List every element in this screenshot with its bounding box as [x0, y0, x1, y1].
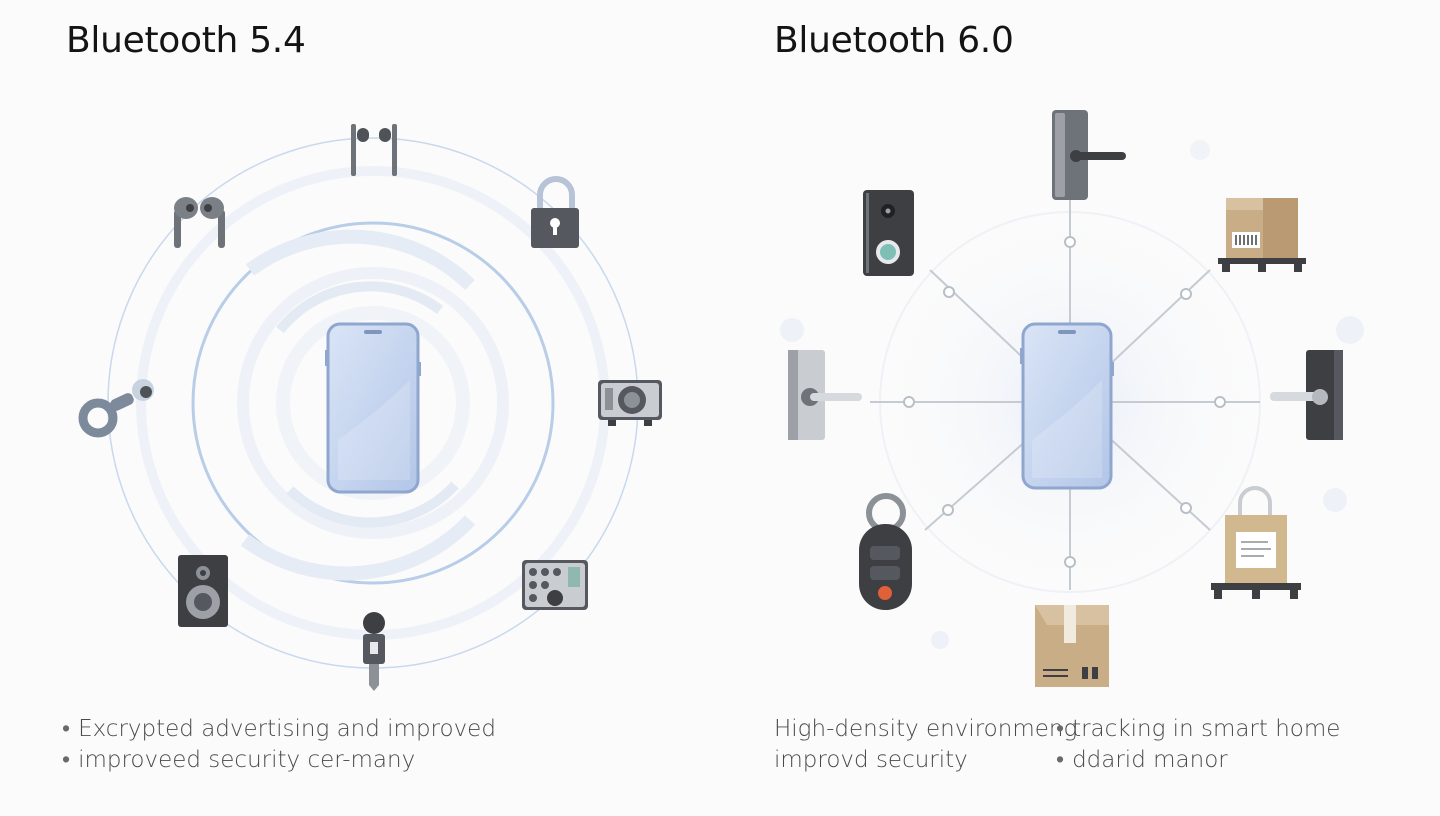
panel-title: Bluetooth 6.0 [774, 20, 1014, 61]
video-doorbell-icon [863, 190, 914, 276]
shopping-bag-icon [1211, 486, 1301, 599]
key-icon [363, 612, 385, 691]
padlock-icon [531, 176, 579, 248]
pallet-box-icon [1218, 198, 1306, 272]
smartphone-icon [325, 322, 421, 494]
door-lever-icon [788, 350, 862, 440]
door-lever-icon [1270, 350, 1343, 440]
smartphone-icon [1020, 322, 1114, 490]
cardboard-box-icon [1035, 605, 1109, 687]
feature-item: improveed security cer-many [62, 745, 496, 776]
feature-list: High-density environmeng improvd securit… [774, 714, 1077, 776]
panel-title: Bluetooth 5.4 [66, 20, 306, 61]
bluetooth-6-0-diagram [780, 110, 1364, 687]
earbud-icon [174, 197, 225, 248]
feature-item: improvd security [774, 747, 968, 773]
earbuds-icon [351, 124, 397, 176]
control-panel-icon [522, 560, 588, 610]
speaker-icon [178, 555, 228, 627]
bluetooth-5-4-diagram [78, 124, 662, 691]
key-ring-icon [78, 379, 154, 438]
feature-item: ddarid manor [1056, 745, 1340, 776]
feature-item: High-density environmeng [774, 716, 1078, 742]
door-handle-icon [1052, 110, 1126, 200]
feature-list: tracking in smart home ddarid manor [1056, 714, 1340, 776]
feature-list: Excrypted advertising and improved impro… [62, 714, 496, 776]
car-key-fob-icon [859, 493, 912, 610]
bluetooth-5-4-panel: Bluetooth 5.4 [0, 0, 720, 816]
bluetooth-6-0-panel: Bluetooth 6.0 [720, 0, 1440, 816]
feature-item: tracking in smart home [1056, 714, 1340, 745]
mesh-nodes [903, 236, 1226, 568]
feature-item: Excrypted advertising and improved [62, 714, 496, 745]
projector-icon [598, 380, 662, 426]
